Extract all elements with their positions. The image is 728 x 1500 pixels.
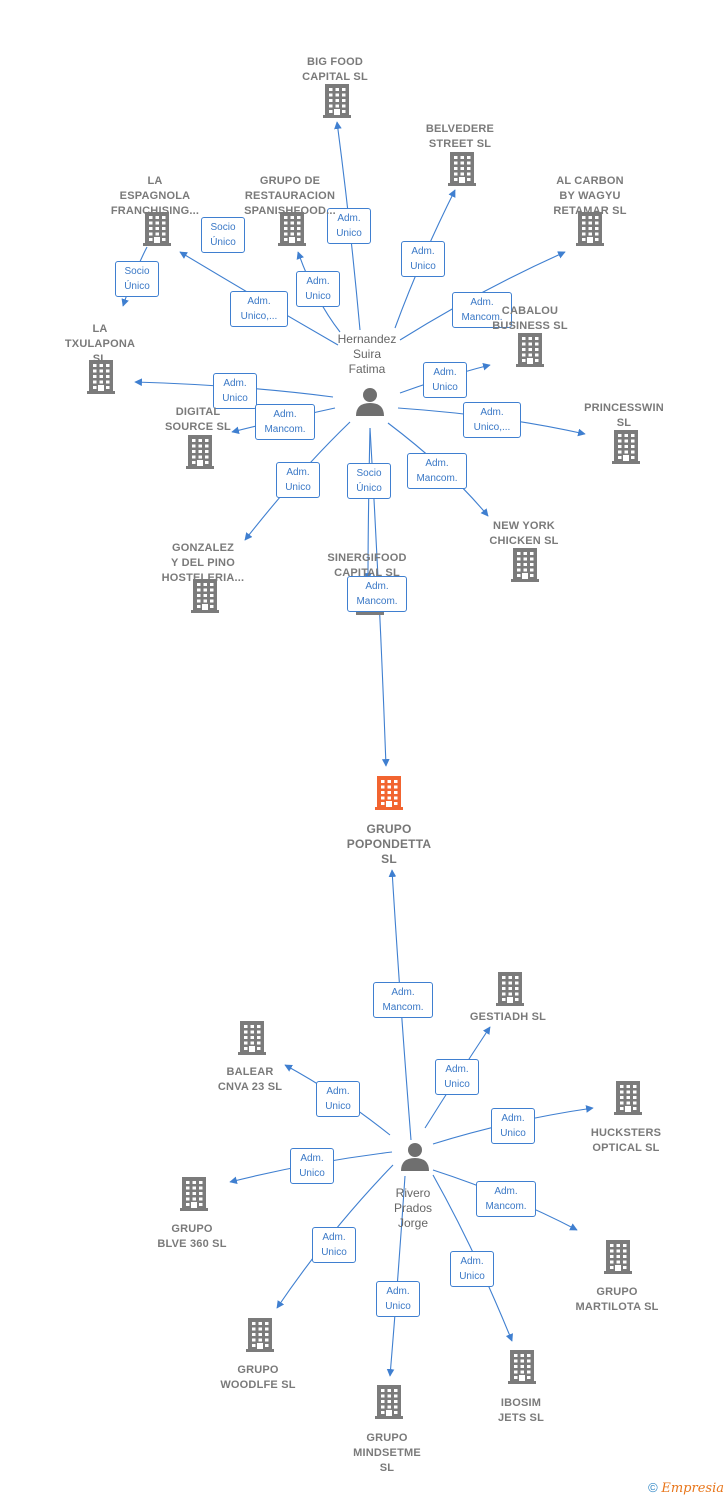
role-badge-p2-gestiadh[interactable]: Adm. Unico <box>435 1059 479 1095</box>
building-icon-alcarbon[interactable] <box>576 212 604 246</box>
building-icon-bigfood[interactable] <box>323 84 351 118</box>
company-label-gonzalez: GONZALEZ Y DEL PINO HOSTELERIA... <box>161 542 245 584</box>
building-icon-txulapona[interactable] <box>87 360 115 394</box>
company-label-bigfood: BIG FOOD CAPITAL SL <box>302 56 368 83</box>
building-icon-martilota[interactable] <box>604 1240 632 1274</box>
footer: © Empresia <box>648 1480 724 1496</box>
person-label-p2: Rivero Prados Jorge <box>393 1186 433 1230</box>
role-badge-p1-newyork[interactable]: Adm. Mancom. <box>407 453 467 489</box>
building-icon-gonzalez[interactable] <box>191 579 219 613</box>
role-badge-p1-main[interactable]: Adm. Mancom. <box>347 576 407 612</box>
company-label-restauracion: GRUPO DE RESTAURACION SPANISHFOOD... <box>244 175 336 217</box>
role-badge-p1-espagnola[interactable]: Adm. Unico,... <box>230 291 288 327</box>
role-badge-restauracion-espagnola[interactable]: Socio Único <box>201 217 245 253</box>
company-label-hucksters: HUCKSTERS OPTICAL SL <box>590 1127 662 1154</box>
empresia-logo[interactable]: Empresia <box>661 1481 724 1496</box>
person-icon-p1[interactable] <box>356 388 384 416</box>
building-icon-cabalou[interactable] <box>516 333 544 367</box>
main-company-building-icon[interactable] <box>375 776 403 810</box>
role-badge-p2-woodlfe[interactable]: Adm. Unico <box>312 1227 356 1263</box>
company-label-balear: BALEAR CNVA 23 SL <box>217 1066 283 1093</box>
role-badge-p2-ibosim[interactable]: Adm. Unico <box>450 1251 494 1287</box>
role-badge-p1-princesswin[interactable]: Adm. Unico,... <box>463 402 521 438</box>
relation-line-p2-mindsetme <box>386 1175 406 1377</box>
role-badge-p2-martilota[interactable]: Adm. Mancom. <box>476 1181 536 1217</box>
company-label-woodlfe: GRUPO WOODLFE SL <box>220 1364 296 1391</box>
building-icon-espagnola[interactable] <box>143 212 171 246</box>
company-label-espagnola: LA ESPAGNOLA FRANCHISING... <box>110 175 200 217</box>
role-badge-p1-bigfood[interactable]: Adm. Unico <box>327 208 371 244</box>
company-label-cabalou: CABALOU BUSINESS SL <box>492 305 568 332</box>
company-label-mindsetme: GRUPO MINDSETME SL <box>353 1432 421 1474</box>
role-badge-p1-restauracion[interactable]: Adm. Unico <box>296 271 340 307</box>
company-label-txulapona: LA TXULAPONA SL <box>64 323 136 365</box>
company-label-gestiadh: GESTIADH SL <box>469 1011 547 1023</box>
building-icon-belvedere[interactable] <box>448 152 476 186</box>
person-icon-p2[interactable] <box>401 1143 429 1171</box>
role-badge-p2-balear[interactable]: Adm. Unico <box>316 1081 360 1117</box>
building-icon-mindsetme[interactable] <box>375 1385 403 1419</box>
role-badge-p1-gonzalez[interactable]: Adm. Unico <box>276 462 320 498</box>
person-label-p1: Hernandez Suira Fatima <box>337 332 397 376</box>
building-icon-restauracion[interactable] <box>278 212 306 246</box>
main-company-label: GRUPO POPONDETTA SL <box>346 822 432 866</box>
company-label-alcarbon: AL CARBON BY WAGYU RETAMAR SL <box>553 175 627 217</box>
role-badge-espagnola-txulapona[interactable]: Socio Único <box>115 261 159 297</box>
company-label-sinergifood: SINERGIFOOD CAPITAL SL <box>327 552 407 579</box>
building-icon-hucksters[interactable] <box>614 1081 642 1115</box>
role-badge-p1-txulapona[interactable]: Adm. Unico <box>213 373 257 409</box>
role-badge-p1-cabalou[interactable]: Adm. Unico <box>423 362 467 398</box>
company-label-newyork: NEW YORK CHICKEN SL <box>489 520 559 547</box>
building-icon-princesswin[interactable] <box>612 430 640 464</box>
role-badge-p2-hucksters[interactable]: Adm. Unico <box>491 1108 535 1144</box>
building-icon-digital[interactable] <box>186 435 214 469</box>
copyright-symbol: © <box>648 1480 658 1495</box>
node-icons <box>87 84 642 1419</box>
building-icon-woodlfe[interactable] <box>246 1318 274 1352</box>
role-badge-p1-belvedere[interactable]: Adm. Unico <box>401 241 445 277</box>
role-badge-p2-blve[interactable]: Adm. Unico <box>290 1148 334 1184</box>
company-label-ibosim: IBOSIM JETS SL <box>497 1397 545 1424</box>
company-label-princesswin: PRINCESSWIN SL <box>584 402 664 429</box>
company-label-belvedere: BELVEDERE STREET SL <box>425 123 495 150</box>
role-badge-p2-main[interactable]: Adm. Mancom. <box>373 982 433 1018</box>
company-label-digital: DIGITAL SOURCE SL <box>165 406 231 433</box>
relation-line-p1-sinergifood <box>364 427 372 581</box>
role-badge-p2-mindsetme[interactable]: Adm. Unico <box>376 1281 420 1317</box>
building-icon-blve[interactable] <box>180 1177 208 1211</box>
role-badge-p1-alcarbon[interactable]: Adm. Mancom. <box>452 292 512 328</box>
company-label-martilota: GRUPO MARTILOTA SL <box>575 1286 659 1313</box>
role-badge-p1-digital[interactable]: Adm. Mancom. <box>255 404 315 440</box>
building-icon-gestiadh[interactable] <box>496 972 524 1006</box>
company-label-blve: GRUPO BLVE 360 SL <box>157 1223 227 1250</box>
building-icon-balear[interactable] <box>238 1021 266 1055</box>
building-icon-ibosim[interactable] <box>508 1350 536 1384</box>
building-icon-newyork[interactable] <box>511 548 539 582</box>
role-badge-p1-sinergifood[interactable]: Socio Único <box>347 463 391 499</box>
